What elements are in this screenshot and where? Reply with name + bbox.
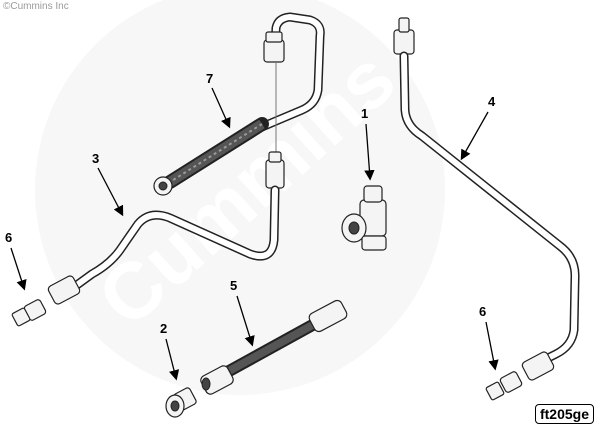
part-6-fitting-right <box>485 371 523 401</box>
part-4-tube <box>393 17 580 381</box>
callout-label-1: 1 <box>361 106 368 121</box>
figure-reference-label: ft205ge <box>534 404 594 424</box>
callout-label-3: 3 <box>92 151 99 166</box>
callout-5: 5 <box>230 278 255 347</box>
part-2-adapter <box>165 387 197 418</box>
callout-label-5: 5 <box>230 278 237 293</box>
callout-7: 7 <box>206 71 231 129</box>
part-1-tee <box>341 185 387 251</box>
part-7-hose <box>153 12 325 196</box>
callout-4: 4 <box>460 94 496 161</box>
part-6-fitting-left <box>11 299 47 327</box>
callout-1: 1 <box>361 106 375 181</box>
callout-3: 3 <box>92 151 124 217</box>
watermark: Cummins <box>35 0 445 395</box>
part-5-hose <box>200 299 348 395</box>
copyright-text: ©Cummins Inc <box>3 1 69 12</box>
callout-label-4: 4 <box>488 94 496 109</box>
callout-label-6-left: 6 <box>5 230 12 245</box>
part-3-tube <box>47 151 285 305</box>
callout-label-6-right: 6 <box>479 304 486 319</box>
callout-label-7: 7 <box>206 71 213 86</box>
callout-6-right: 6 <box>479 304 499 371</box>
callout-6-left: 6 <box>5 230 27 291</box>
callout-2: 2 <box>160 321 180 381</box>
callout-label-2: 2 <box>160 321 167 336</box>
